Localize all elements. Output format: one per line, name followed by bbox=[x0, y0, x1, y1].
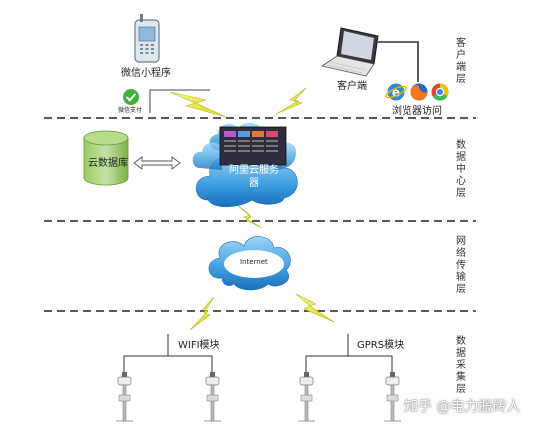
ie-browser-icon: e bbox=[385, 83, 407, 101]
sensor-pole-icon bbox=[204, 372, 221, 422]
wechat-pay-icon bbox=[123, 89, 139, 105]
wifi-module-label: WIFI模块 bbox=[178, 340, 220, 351]
aliyun-server-label: 阿里云服务器 bbox=[229, 165, 279, 189]
lightning-icon bbox=[295, 293, 335, 323]
wechat-mini-program-label: 微信小程序 bbox=[121, 68, 171, 79]
browser-access-label: 浏览器访问 bbox=[392, 106, 442, 117]
laptop-browser-connector bbox=[378, 41, 419, 82]
chrome-browser-icon bbox=[431, 83, 449, 101]
cloud-database-icon bbox=[83, 130, 129, 186]
double-arrow-icon bbox=[133, 156, 181, 170]
client-pc-label: 客户端 bbox=[337, 81, 367, 92]
layer-label-network: 网络传输层 bbox=[456, 236, 466, 295]
acquisition-connectors bbox=[123, 334, 393, 372]
cloud-database-label: 云数据库 bbox=[88, 158, 128, 169]
internet-label: Internet bbox=[240, 258, 268, 266]
layer-label-datacenter: 数据中心层 bbox=[456, 140, 466, 199]
sensor-pole-icon bbox=[116, 372, 133, 422]
wechat-pay-label: 微信支付 bbox=[118, 107, 143, 114]
laptop-icon bbox=[321, 27, 379, 77]
sensor-pole-icon bbox=[384, 372, 401, 422]
firefox-browser-icon bbox=[410, 83, 428, 101]
phone-icon bbox=[134, 14, 160, 63]
gprs-module-label: GPRS模块 bbox=[357, 340, 405, 351]
svg-text:e: e bbox=[392, 86, 400, 100]
layer-label-acquisition: 数据采集层 bbox=[456, 336, 466, 395]
lightning-icon bbox=[189, 296, 215, 331]
layer-label-client: 客户端层 bbox=[456, 38, 466, 85]
server-rack-icon bbox=[219, 126, 287, 166]
watermark: 知乎 @电力搬砖人 bbox=[404, 399, 521, 415]
sensor-pole-icon bbox=[298, 372, 315, 422]
wechat-connector bbox=[149, 89, 210, 113]
layer-dividers bbox=[44, 117, 476, 312]
lightning-icon bbox=[169, 91, 227, 118]
internet-cloud-icon bbox=[208, 236, 291, 291]
lightning-icon bbox=[235, 203, 263, 229]
lightning-icon bbox=[275, 87, 307, 115]
wireless-link-icons bbox=[169, 87, 335, 331]
